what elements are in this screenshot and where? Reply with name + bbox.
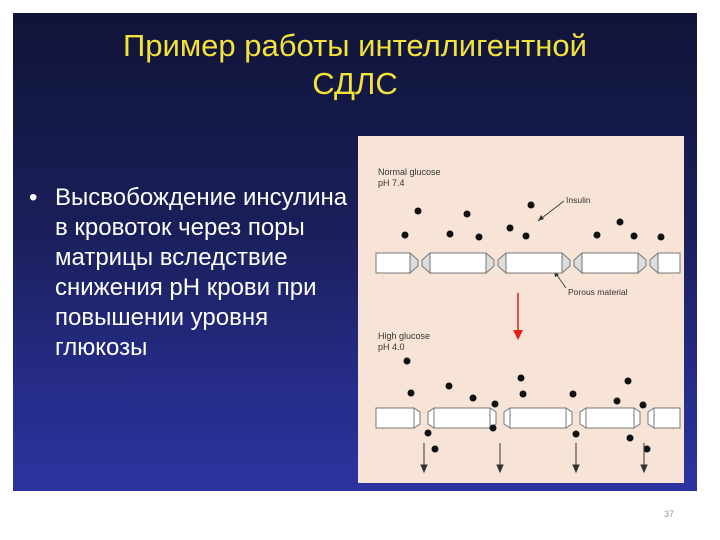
insulin-particle (407, 389, 415, 397)
transition-arrowhead (513, 330, 523, 340)
insulin-particle (403, 357, 411, 365)
normal-ph-label: pH 7.4 (378, 178, 405, 188)
bullet-text: Высвобождение инсулина в кровоток через … (55, 184, 348, 361)
release-arrowhead (496, 464, 504, 474)
insulin-particle (630, 232, 638, 240)
insulin-particle (463, 210, 471, 218)
insulin-particle (445, 382, 453, 390)
insulin-particle (506, 224, 514, 232)
insulin-particle (593, 231, 601, 239)
bottom-porous-membrane (375, 407, 681, 429)
insulin-particle (639, 401, 647, 409)
bottom-insulin-particles (403, 357, 651, 453)
release-arrowhead (572, 464, 580, 474)
insulin-particle (657, 233, 665, 241)
bullet-dot: • (29, 184, 38, 211)
insulin-particle (401, 231, 409, 239)
insulin-particle (522, 232, 530, 240)
insulin-particle (424, 429, 432, 437)
insulin-particle (527, 201, 535, 209)
insulin-particle (572, 430, 580, 438)
insulin-particle (517, 374, 525, 382)
slide-background: Пример работы интеллигентной СДЛС • Высв… (13, 13, 697, 491)
title-line-2: СДЛС (312, 66, 398, 101)
normal-glucose-label: Normal glucose (378, 167, 441, 177)
insulin-label: Insulin (566, 195, 591, 205)
figure-diagram: Normal glucose pH 7.4 Insulin Porous mat… (375, 167, 681, 474)
slide-title: Пример работы интеллигентной СДЛС (13, 27, 697, 103)
release-arrowhead (420, 464, 428, 474)
insulin-particle (414, 207, 422, 215)
insulin-particle (613, 397, 621, 405)
insulin-particle (446, 230, 454, 238)
insulin-leader-arrowhead (538, 215, 544, 221)
insulin-particle (624, 377, 632, 385)
insulin-particle (569, 390, 577, 398)
insulin-particle (491, 400, 499, 408)
top-porous-membrane (375, 251, 681, 275)
insulin-particle (519, 390, 527, 398)
insulin-particle (489, 424, 497, 432)
title-line-1: Пример работы интеллигентной (123, 28, 587, 63)
page-number: 37 (664, 509, 675, 519)
release-arrowhead (640, 464, 648, 474)
high-glucose-label: High glucose (378, 331, 430, 341)
insulin-particle (475, 233, 483, 241)
insulin-particle (626, 434, 634, 442)
insulin-particle (643, 445, 651, 453)
top-insulin-particles (401, 201, 665, 241)
high-ph-label: pH 4.0 (378, 342, 405, 352)
insulin-particle (431, 445, 439, 453)
release-arrows (420, 443, 648, 474)
insulin-release-figure: Normal glucose pH 7.4 Insulin Porous mat… (358, 136, 684, 483)
insulin-particle (616, 218, 624, 226)
porous-material-label: Porous material (568, 287, 628, 297)
insulin-particle (469, 394, 477, 402)
